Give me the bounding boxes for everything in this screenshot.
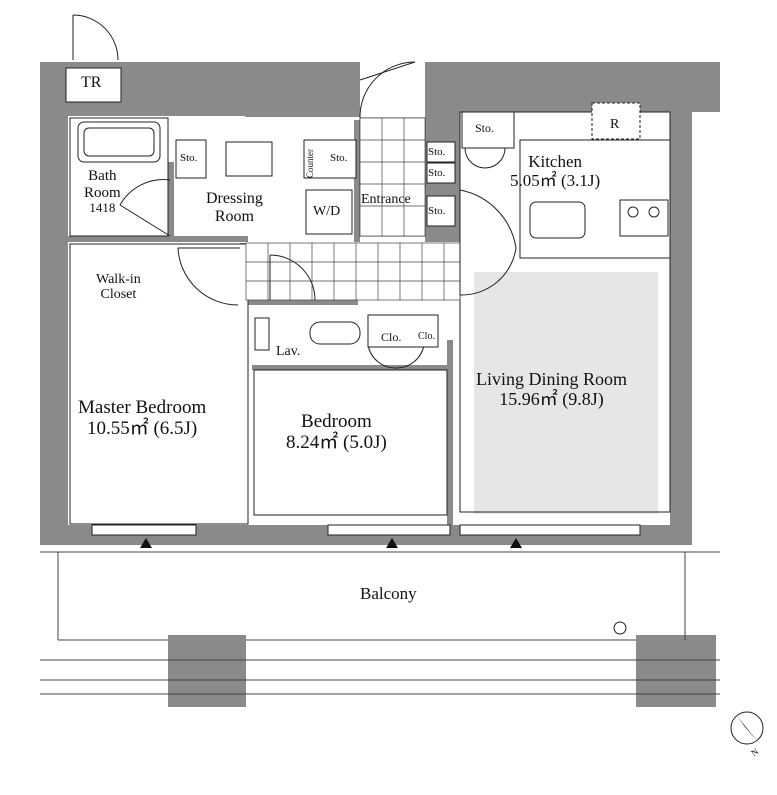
- hall-tiles: [245, 117, 461, 301]
- master-name: Master Bedroom: [78, 397, 207, 418]
- balcony-label: Balcony: [360, 584, 417, 603]
- walkin-line2: Closet: [100, 287, 137, 303]
- bath-line1: Bath: [88, 168, 117, 184]
- counter-label: Counter: [305, 149, 315, 178]
- bath-room-label: Bath Room 1418: [84, 168, 121, 215]
- bathtub-inner: [83, 127, 155, 157]
- windows: [91, 524, 641, 536]
- kitchen-label: Kitchen 5.05㎡ (3.1J): [510, 152, 601, 190]
- bathtub: [77, 121, 161, 163]
- bedroom-name: Bedroom: [301, 411, 372, 432]
- lav-sink: [254, 317, 270, 351]
- lav-label: Lav.: [276, 344, 301, 359]
- bath-code: 1418: [89, 200, 116, 215]
- bath-line2: Room: [84, 184, 121, 201]
- bedroom-area: 8.24㎡ (5.0J): [286, 431, 387, 453]
- master-bedroom-label: Master Bedroom 10.55㎡ (6.5J): [78, 397, 207, 440]
- wd-label: W/D: [313, 204, 341, 219]
- sto-entrance-1: Sto.: [428, 146, 446, 158]
- living-label: Living Dining Room 15.96㎡ (9.8J): [476, 369, 628, 410]
- tr-box: [65, 67, 122, 103]
- master-area: 10.55㎡ (6.5J): [86, 417, 198, 439]
- fridge-label: R: [610, 117, 620, 132]
- compass-icon: [730, 711, 764, 745]
- living-name: Living Dining Room: [476, 369, 628, 389]
- basin: [225, 141, 273, 177]
- fridge-box: [591, 102, 641, 140]
- sto-counter: Sto.: [330, 152, 348, 164]
- living-floor: [474, 272, 658, 514]
- drain-icon: [613, 621, 627, 635]
- bedroom-label: Bedroom 8.24㎡ (5.0J): [286, 411, 387, 454]
- clo-1: Clo.: [381, 330, 402, 344]
- toilet: [309, 321, 361, 345]
- walkin-line1: Walk-in: [96, 272, 141, 287]
- window-arrows: [140, 538, 522, 548]
- clo-2: Clo.: [418, 331, 435, 342]
- sink: [529, 201, 586, 239]
- tr-label: TR: [81, 74, 102, 91]
- living-area: 15.96㎡ (9.8J): [499, 388, 604, 409]
- entrance-label: Entrance: [361, 192, 411, 207]
- storage-boxes: [175, 111, 515, 348]
- dressing-line2: Room: [214, 207, 254, 225]
- sto-kitchen: Sto.: [475, 121, 495, 135]
- sto-bath: Sto.: [180, 152, 198, 164]
- walkin-label: Walk-in Closet: [96, 272, 141, 303]
- sto-entrance-2: Sto.: [428, 167, 446, 179]
- dressing-room-label: Dressing Room: [206, 190, 263, 225]
- walls: [40, 62, 720, 707]
- sto-entrance-3: Sto.: [428, 205, 446, 217]
- kitchen-name: Kitchen: [528, 152, 583, 171]
- stove: [619, 199, 669, 237]
- wd-box: [305, 189, 353, 235]
- dressing-line1: Dressing: [206, 190, 263, 207]
- balcony-rail: [40, 551, 720, 695]
- door-swings: [72, 14, 517, 369]
- kitchen-area: 5.05㎡ (3.1J): [510, 170, 601, 190]
